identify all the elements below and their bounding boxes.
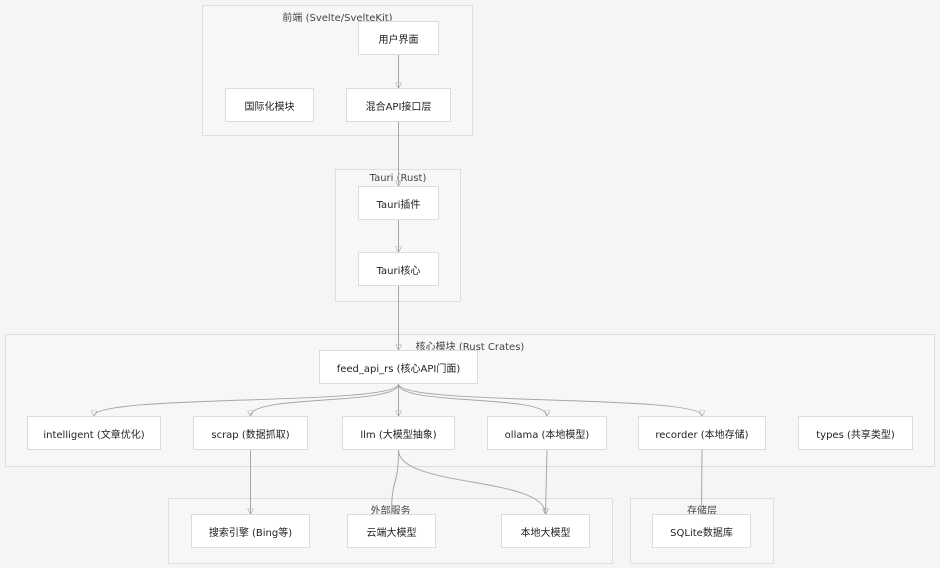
node-hybrid-api-layer[interactable]: 混合API接口层 [346, 88, 451, 122]
node-ollama[interactable]: ollama (本地模型) [487, 416, 607, 450]
node-user-interface[interactable]: 用户界面 [358, 21, 439, 55]
cluster-tauri-title: Tauri (Rust) [369, 173, 427, 184]
cluster-core-title: 核心模块 (Rust Crates) [415, 342, 525, 353]
node-tauri-plugin[interactable]: Tauri插件 [358, 186, 439, 220]
node-types[interactable]: types (共享类型) [798, 416, 913, 450]
node-intelligent[interactable]: intelligent (文章优化) [27, 416, 161, 450]
node-recorder[interactable]: recorder (本地存储) [638, 416, 766, 450]
node-local-model[interactable]: 本地大模型 [501, 514, 590, 548]
node-tauri-core[interactable]: Tauri核心 [358, 252, 439, 286]
node-feed-api[interactable]: feed_api_rs (核心API门面) [319, 350, 478, 384]
node-sqlite[interactable]: SQLite数据库 [652, 514, 751, 548]
node-i18n-module[interactable]: 国际化模块 [225, 88, 314, 122]
node-llm[interactable]: llm (大模型抽象) [342, 416, 455, 450]
node-scrap[interactable]: scrap (数据抓取) [193, 416, 308, 450]
node-cloud-model[interactable]: 云端大模型 [347, 514, 436, 548]
cluster-frontend-title: 前端 (Svelte/SvelteKit) [282, 13, 393, 24]
node-search-engine[interactable]: 搜索引擎 (Bing等) [191, 514, 310, 548]
